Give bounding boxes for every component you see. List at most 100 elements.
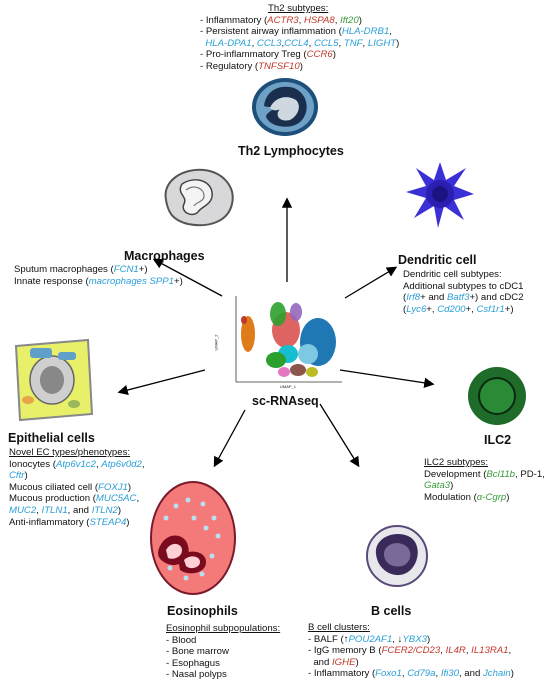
th2-title: Th2 Lymphocytes [238, 144, 344, 158]
text-segment: - IgG memory B ( [308, 645, 382, 657]
text-segment: ) [24, 470, 28, 482]
eosinophils-title: Eosinophils [167, 604, 238, 618]
gene-name: HLA-DPA1 [205, 37, 252, 49]
text-segment: ) [117, 504, 122, 516]
text-segment: ) [127, 481, 132, 493]
bcells-lines: - BALF (↑POU2AF1, ↓YBX3)- IgG memory B (… [308, 634, 514, 680]
text-segment: - Regulatory ( [200, 60, 259, 72]
text-segment: - Esophagus [166, 657, 220, 669]
text-segment: , [308, 37, 314, 49]
bcells-title: B cells [371, 604, 412, 618]
eosinophils-block: Eosinophil subpopulations: - Blood- Bone… [166, 623, 280, 681]
bcells-block: B cell clusters: - BALF (↑POU2AF1, ↓YBX3… [308, 622, 514, 680]
text-line: - Persistent airway inflammation (HLA-DR… [200, 26, 399, 38]
text-segment: , [36, 504, 42, 516]
th2-subtypes-block: Th2 subtypes: - Inflammatory (ACTR3, HSP… [200, 3, 399, 73]
gene-name: ITLN1 [41, 504, 68, 516]
epithelial-heading: Novel EC types/phenotypes: [9, 447, 131, 458]
umap-xlabel: UMAP_1 [280, 384, 297, 389]
text-line: - Nasal polyps [166, 669, 280, 681]
text-segment: Additional subtypes to cDC1 [403, 280, 524, 292]
gene-name: ACTR3 [267, 14, 299, 26]
gene-name: IL13RA1 [471, 645, 509, 657]
text-line: Gata3) [424, 480, 545, 492]
gene-name: CCL4 [284, 37, 309, 49]
text-segment: Modulation ( [424, 491, 477, 503]
text-line: Innate response (macrophages SPP1+) [14, 276, 183, 288]
text-segment: , [338, 37, 344, 49]
text-segment: , and [67, 504, 92, 516]
text-segment: - Nasal polyps [166, 669, 227, 681]
arrow-to-dendritic [344, 266, 398, 299]
gene-name: Bcl11b [486, 468, 516, 480]
gene-name: TNF [343, 37, 363, 49]
gene-name: MUC2 [9, 504, 37, 516]
text-segment: Anti-inflammatory ( [9, 516, 90, 528]
gene-name: HLA-DRB1 [341, 26, 390, 38]
text-line: Mucous ciliated cell (FOXJ1) [9, 482, 145, 494]
text-line: Development (Bcl11b, PD-1, [424, 469, 545, 481]
text-line: - BALF (↑POU2AF1, ↓YBX3) [308, 634, 514, 646]
text-segment: ( [403, 292, 407, 304]
text-line: - Bone marrow [166, 646, 280, 658]
text-segment: , [508, 645, 512, 657]
macrophages-title: Macrophages [124, 249, 205, 263]
gene-name: FCER2/CD23 [381, 645, 441, 657]
text-line: (Irf8+ and Batf3+) and cDC2 [403, 292, 524, 304]
text-line: Ionocytes (Atp6v1c2, Atp6v0d2, [9, 459, 145, 471]
b-cell-image [364, 524, 430, 588]
umap-plot [222, 292, 346, 390]
epithelial-lines: Ionocytes (Atp6v1c2, Atp6v0d2,Cftr)Mucou… [9, 459, 145, 529]
gene-name: MUC5AC [95, 493, 137, 505]
text-segment: , [362, 37, 368, 49]
gene-name: Csf1r1 [476, 303, 505, 315]
ilc2-cell-image [467, 366, 527, 426]
gene-name: Ifi30 [440, 668, 459, 680]
text-line: HLA-DPA1, CCL3,CCL4, CCL5, TNF, LIGHT) [200, 38, 399, 50]
text-segment: , [435, 668, 441, 680]
gene-name: FOXJ1 [98, 481, 128, 493]
gene-name: CCL5 [313, 37, 339, 49]
text-line: and IGHE) [308, 657, 514, 669]
text-segment: , [389, 26, 392, 38]
text-line: Sputum macrophages (FCN1+) [14, 264, 183, 276]
text-segment: - Bone marrow [166, 646, 229, 658]
text-line: Additional subtypes to cDC1 [403, 281, 524, 293]
gene-name: POU2AF1 [348, 633, 393, 645]
text-segment: +) [138, 264, 148, 275]
text-segment: +, [426, 303, 438, 315]
text-segment: ) [299, 60, 303, 72]
gene-name: TNFSF10 [258, 60, 300, 72]
text-segment: Ionocytes ( [9, 458, 56, 470]
epithelial-title: Epithelial cells [8, 431, 95, 445]
text-segment: - Inflammatory ( [308, 668, 376, 680]
text-segment: Innate response ( [14, 275, 89, 287]
text-line: - IgG memory B (FCER2/CD23, IL4R, IL13RA… [308, 645, 514, 657]
gene-name: Cd79a [407, 668, 436, 680]
ilc2-block: ILC2 subtypes: Development (Bcl11b, PD-1… [424, 457, 545, 503]
gene-name: HSPA8 [303, 14, 335, 26]
arrow-to-eosinophils [213, 409, 246, 468]
gene-name: LIGHT [367, 37, 397, 49]
text-segment: Sputum macrophages ( [14, 264, 114, 275]
arrow-to-epithelial [117, 369, 206, 396]
text-line: - Regulatory (TNFSF10) [200, 61, 399, 73]
text-segment: ) [506, 491, 510, 503]
text-segment: , [95, 458, 102, 470]
gene-name: Atp6v1c2 [55, 458, 96, 470]
epithelial-block: Novel EC types/phenotypes: Ionocytes (At… [9, 447, 145, 528]
th2-lymphocyte-image [250, 76, 320, 138]
text-segment: - Pro-inflammatory Treg ( [200, 49, 307, 61]
eosinophils-heading: Eosinophil subpopulations: [166, 623, 281, 634]
text-segment: - Persistent airway inflammation ( [200, 26, 342, 38]
text-segment: + and [420, 292, 448, 304]
text-segment: ) [450, 480, 454, 492]
text-segment: ) [126, 516, 130, 528]
gene-name: Atp6v0d2 [101, 458, 142, 470]
th2-subtypes-heading: Th2 subtypes: [268, 3, 329, 14]
gene-name: macrophages SPP1 [88, 275, 174, 287]
gene-name: Lyc6 [406, 303, 427, 315]
text-segment: ) [510, 668, 514, 680]
text-segment: +) [174, 275, 183, 287]
